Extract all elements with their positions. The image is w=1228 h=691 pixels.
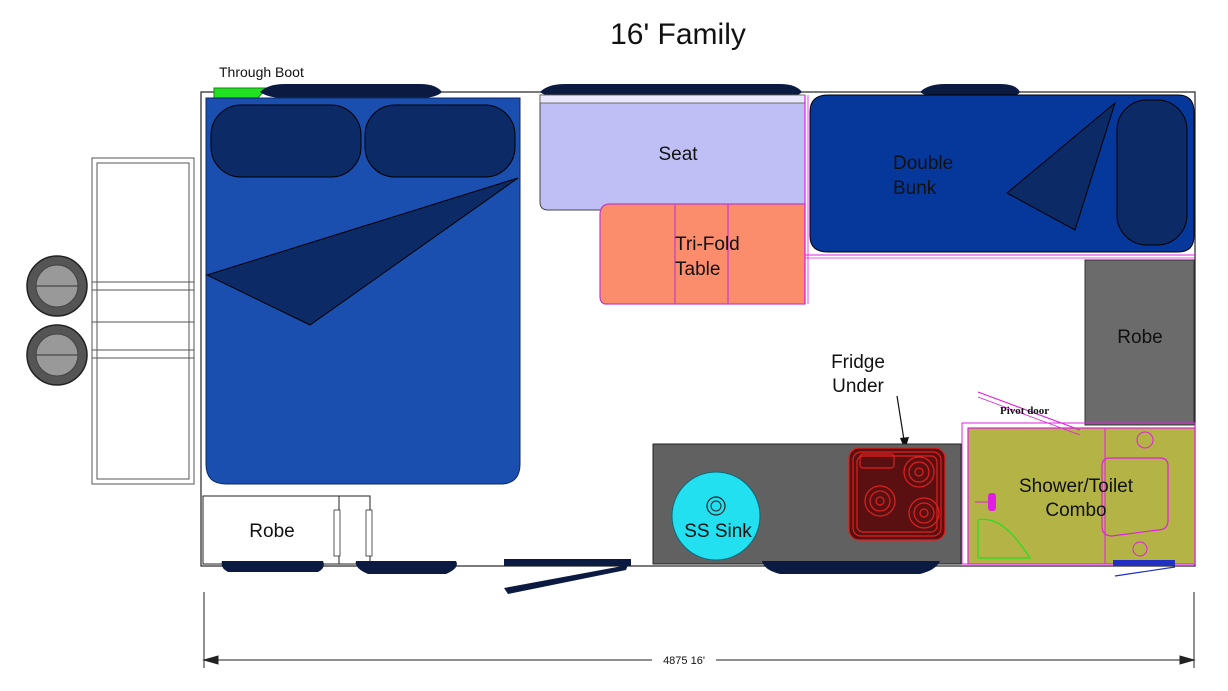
entry-door-swing	[504, 565, 628, 594]
jockey-wheel-top	[26, 255, 88, 317]
dimension-label: 4875 16'	[663, 655, 705, 667]
pivot-door-label: Pivot door	[1000, 405, 1049, 417]
window-bottom-2	[355, 561, 457, 574]
bunk-pillow	[1116, 99, 1188, 246]
robe-left	[202, 495, 340, 565]
jockey-wheel-bottom	[26, 324, 88, 386]
ss-sink	[671, 471, 761, 561]
sink-label: SS Sink	[684, 521, 752, 542]
window-bottom-1	[221, 561, 324, 572]
drawbar-frame	[91, 157, 195, 485]
cooktop	[848, 447, 946, 541]
shower-label-line1: Shower/Toilet	[1019, 476, 1134, 497]
robe-left-label: Robe	[249, 521, 294, 542]
dimension-line	[202, 592, 1196, 668]
seat-back	[539, 94, 806, 104]
double-bed	[205, 97, 521, 485]
toilet	[1101, 457, 1169, 537]
seat-label: Seat	[658, 144, 698, 165]
plan-title: 16' Family	[610, 18, 746, 51]
bunk-label-line1: Double	[893, 153, 953, 174]
through-boot-label: Through Boot	[219, 64, 304, 80]
bathroom-window	[1113, 560, 1175, 566]
shower-rose	[977, 518, 1032, 559]
pivot-door	[977, 391, 1081, 431]
table-label-line2: Table	[675, 259, 720, 280]
bed-cover-fold	[205, 177, 519, 326]
window-top-1	[260, 84, 442, 98]
table-label-line1: Tri-Fold	[675, 234, 740, 255]
window-bottom-3	[762, 561, 940, 574]
robe-right	[1084, 259, 1195, 426]
pillow-right	[364, 104, 516, 178]
shower-label-line2: Combo	[1045, 500, 1106, 521]
fridge-label-line2: Under	[832, 376, 884, 397]
bunk-label-line2: Bunk	[893, 178, 937, 199]
entry-door	[504, 559, 631, 566]
shower-toilet-combo	[967, 427, 1196, 565]
fridge-arrow	[896, 395, 905, 441]
bunk-cover-fold	[1006, 101, 1116, 231]
robe-right-label: Robe	[1117, 327, 1162, 348]
pillow-left	[210, 104, 362, 178]
fridge-label-line1: Fridge	[831, 352, 885, 373]
